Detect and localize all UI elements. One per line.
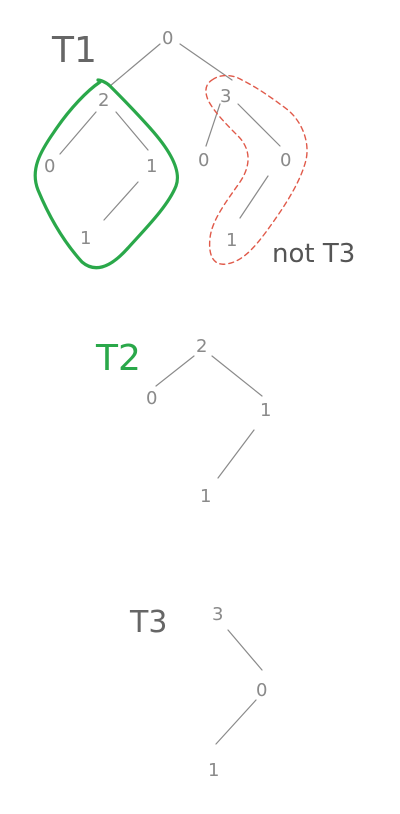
t3-node-root: 3 [212, 604, 223, 625]
t1-edges [59, 43, 281, 221]
t1-node-right-right-left: 1 [226, 230, 237, 251]
t2-node-left: 0 [146, 388, 157, 409]
label-not-t3: not T3 [272, 239, 355, 269]
label-t2: T2 [95, 338, 141, 379]
t2-node-right-left: 1 [200, 486, 211, 507]
green-highlight-loop [33, 78, 179, 270]
t3-node-right-left: 1 [208, 760, 219, 781]
label-t1: T1 [51, 30, 97, 71]
t1-node-right-right: 0 [280, 150, 291, 171]
t2-node-root: 2 [196, 336, 207, 357]
t3-edges [215, 629, 263, 745]
t1-node-left-root: 2 [98, 90, 109, 111]
t1-node-right-left: 0 [198, 150, 209, 171]
t3-node-right: 0 [256, 680, 267, 701]
t1-node-left-right-left: 1 [80, 228, 91, 249]
t2-node-right: 1 [260, 400, 271, 421]
t1-node-right-root: 3 [220, 86, 231, 107]
t1-node-root: 0 [162, 28, 173, 49]
t2-edges [155, 355, 263, 479]
label-t3: T3 [129, 605, 167, 640]
red-dashed-outline [205, 74, 308, 265]
t1-node-left-left: 0 [44, 156, 55, 177]
t1-node-left-right: 1 [146, 156, 157, 177]
